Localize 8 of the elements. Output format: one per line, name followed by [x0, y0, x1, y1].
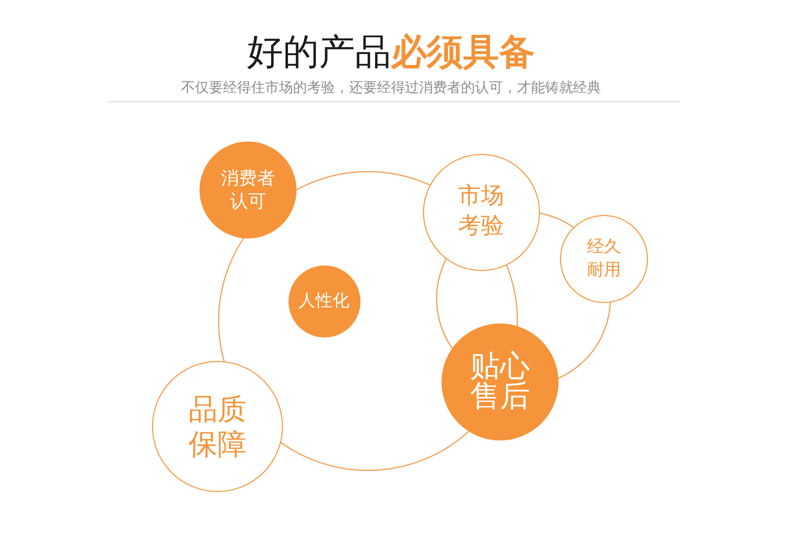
page-title: 好的产品必须具备	[247, 32, 535, 74]
circle-label: 消费者认可	[220, 166, 276, 214]
circle-label: 贴心售后	[469, 352, 531, 412]
circle-label: 品质保障	[187, 392, 248, 462]
circle-label: 市场考验	[456, 182, 505, 241]
subtitle: 不仅要经得住市场的考验，还要经得过消费者的认可，才能铸就经典	[181, 80, 601, 97]
circle-label: 经久耐用	[586, 236, 622, 282]
circle-label: 人性化	[298, 290, 350, 312]
